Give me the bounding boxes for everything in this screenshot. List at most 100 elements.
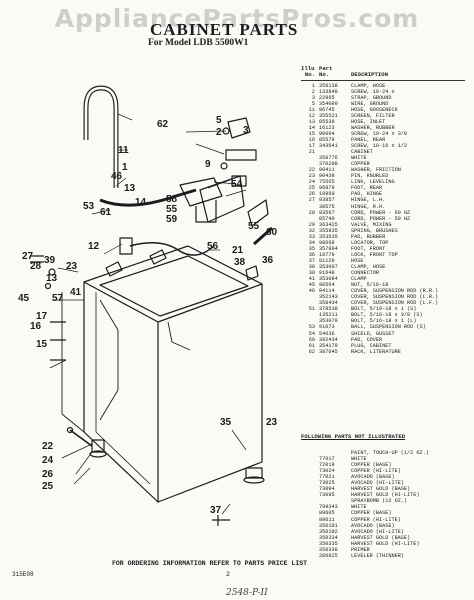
part-description: VALVE, MIXING: [351, 221, 392, 228]
header-illus: Illus.: [301, 66, 315, 72]
part-number: 18969: [319, 191, 335, 198]
part-number: 73094: [319, 486, 335, 493]
callout-37: 37: [210, 505, 222, 516]
part-number: 354099: [319, 100, 338, 107]
illus-number: 11: [308, 106, 315, 113]
part-description: SCREW, 10-24 x 3/8: [351, 130, 408, 137]
illus-number: 32: [308, 227, 315, 234]
part-description: LOCATOR, TOP: [351, 239, 389, 246]
part-description: AVOCADO (HI-LITE): [351, 528, 404, 535]
page-title: CABINET PARTS: [150, 20, 299, 39]
illus-number: 22: [308, 167, 315, 174]
part-number: 93857: [319, 197, 335, 204]
part-number: 350334: [319, 534, 338, 541]
callout-9: 9: [205, 159, 211, 170]
callout-11: 11: [118, 145, 129, 156]
callout-22: 22: [42, 441, 54, 452]
illus-number: 29: [308, 221, 315, 228]
ordering-footer: FOR ORDERING INFORMATION REFER TO PARTS …: [112, 560, 308, 567]
part-number: 77021: [319, 474, 335, 481]
callout-61: 61: [100, 207, 112, 218]
part-description: WASHER, RUBBER: [351, 124, 395, 131]
illus-number: 17: [308, 143, 315, 150]
part-description: CLAMP, HOSE: [351, 264, 386, 270]
part-description: FOOT, REAR: [351, 185, 383, 192]
illus-number: 12: [308, 112, 315, 119]
part-description: SPRAYBOMB (12 OZ.): [351, 498, 408, 505]
document-code: 315E08: [12, 571, 34, 578]
illus-number: 61: [308, 342, 315, 349]
illus-number: 26: [308, 191, 315, 198]
part-description: PAD, RUBBER: [351, 233, 386, 240]
callout-13b: 13: [46, 273, 58, 284]
part-description: WHITE: [351, 504, 367, 511]
part-number: 94114: [319, 288, 335, 295]
part-description: CORD, POWER - 60 HZ: [351, 209, 411, 216]
callout-36: 36: [262, 255, 274, 266]
part-description: COVER, SUSPENSION ROD (L.F.): [351, 300, 439, 307]
header-no2: No.: [319, 72, 330, 79]
part-description: SCREW, 10-24 x: [351, 88, 395, 95]
parts-table: Illus.Part No.No.DESCRIPTION 1356138CLAM…: [301, 66, 471, 355]
part-description: RACK, LITERATURE: [351, 348, 401, 355]
illus-number: 24: [308, 179, 315, 186]
callout-39: 39: [44, 255, 56, 266]
part-description: STRAP, GROUND: [351, 94, 392, 101]
part-number: 72019: [319, 462, 335, 469]
part-description: WIRE, GROUND: [351, 100, 389, 107]
part-description: COPPER: [351, 161, 370, 168]
part-number: 350191: [319, 522, 338, 529]
part-description: COPPER (HI-LITE): [351, 468, 401, 475]
part-number: 98668: [319, 239, 335, 246]
part-number: 90564: [319, 282, 335, 289]
illus-number: 53: [308, 324, 315, 331]
cabinet-front: [157, 284, 263, 503]
illus-number: 2: [311, 88, 315, 95]
part-description: HARVEST GOLD (BASE): [351, 534, 411, 541]
illus-number: 36: [308, 251, 315, 258]
illus-number: 51: [308, 306, 315, 313]
part-number: 89611: [319, 516, 335, 523]
callout-21: 21: [232, 245, 244, 256]
part-description: AVOCADO (HI-LITE): [351, 480, 404, 487]
illus-number: 41: [308, 276, 315, 283]
part-number: 370298: [319, 161, 338, 168]
illus-number: 3: [311, 94, 315, 101]
part-description: CLAMP: [351, 276, 367, 283]
part-description: PAD, HINGE: [351, 191, 383, 198]
part-number: 353097: [319, 264, 338, 270]
table-row: 350334 HARVEST GOLD (BASE): [301, 535, 471, 541]
callout-46: 46: [111, 171, 123, 182]
callout-55: 55: [166, 204, 178, 215]
part-number: 378538: [319, 306, 338, 313]
inlet-hose: [99, 188, 197, 207]
mixing-valve: [179, 177, 223, 207]
part-number: 358776: [319, 155, 338, 162]
callout-41: 41: [70, 287, 82, 298]
illus-number: 27: [308, 197, 315, 204]
illus-number: 28: [308, 209, 315, 216]
part-number: 85740: [319, 215, 335, 222]
part-number: 350335: [319, 540, 338, 547]
part-number: 356138: [319, 82, 338, 89]
part-description: HARVEST GOLD (HI-LITE): [351, 540, 420, 547]
part-number: 353084: [319, 276, 338, 283]
part-number: 358434: [319, 300, 338, 307]
